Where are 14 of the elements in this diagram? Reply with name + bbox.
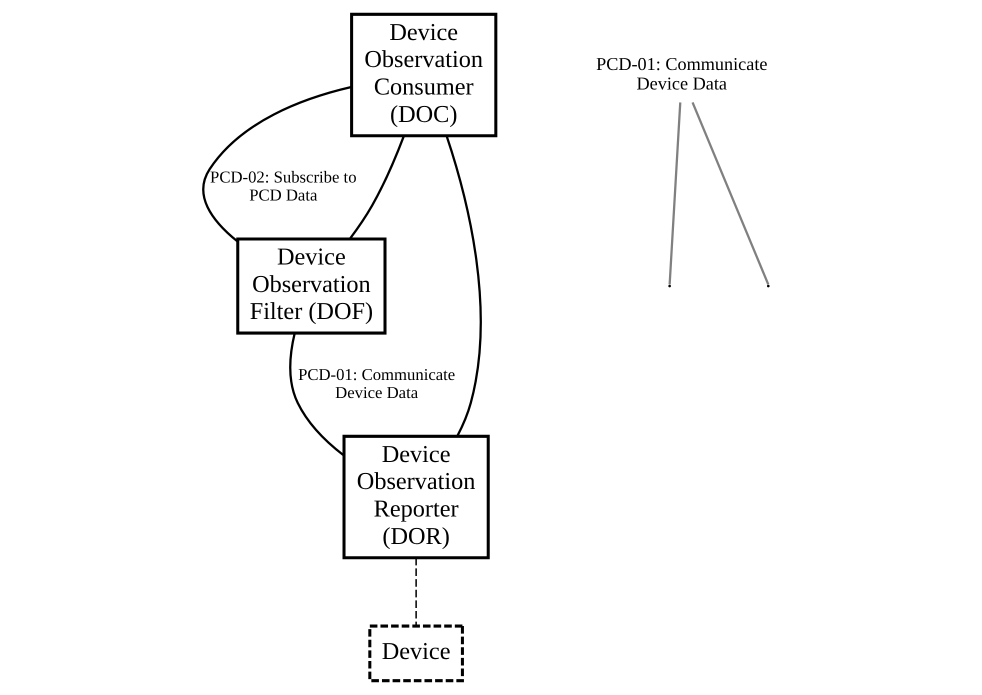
connector	[289, 333, 344, 456]
node-box: Device Observation Filter (DOF)	[236, 237, 387, 335]
connector	[692, 102, 770, 285]
node-box: Device	[368, 624, 464, 682]
node-box: Device Observation Consumer (DOC)	[350, 12, 498, 138]
connector	[445, 135, 482, 436]
connector	[348, 136, 405, 240]
connector	[202, 86, 352, 242]
edge-label: PCD-01: Communicate Device Data	[298, 364, 456, 402]
connector	[415, 558, 417, 626]
node-box: Device Observation Reporter (DOR)	[342, 434, 490, 560]
connector	[668, 102, 682, 284]
node-text: PCD-01: Communicate Device Data	[596, 54, 768, 94]
edge-label: PCD-02: Subscribe to PCD Data	[210, 167, 357, 205]
